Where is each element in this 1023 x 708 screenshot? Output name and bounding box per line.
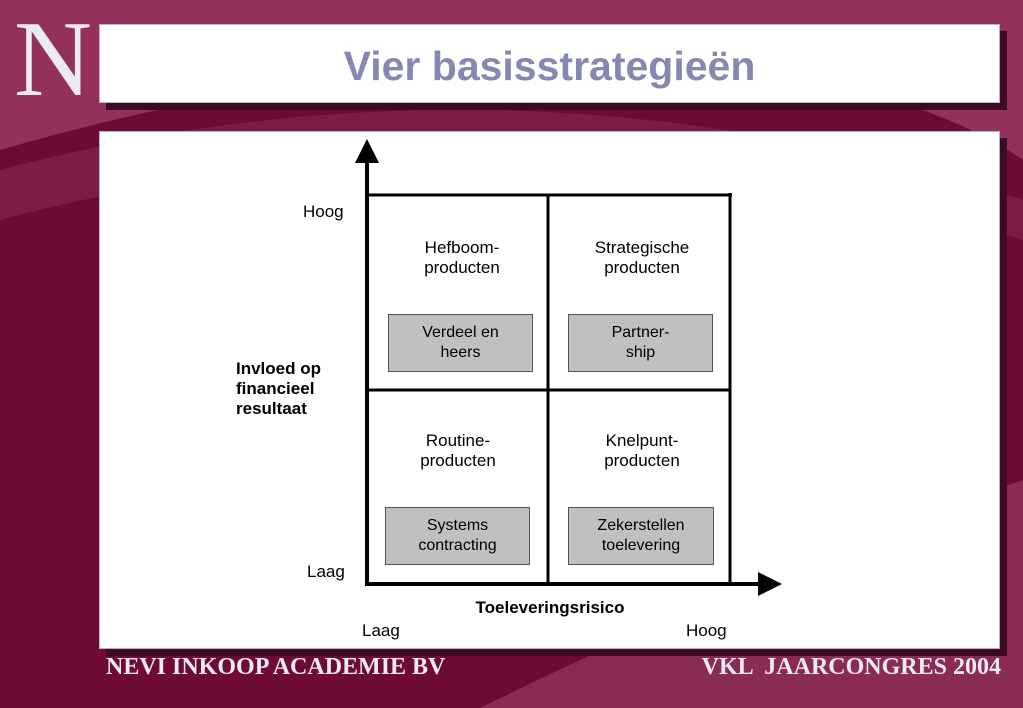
footer-left: NEVI INKOOP ACADEMIE BV — [106, 654, 446, 680]
strategy-box-bottom-right: Zekerstellen toelevering — [568, 507, 714, 565]
quadrant-title-top-left: Hefboom- producten — [424, 238, 500, 277]
strategy-label-bottom-right: Zekerstellen toelevering — [597, 517, 685, 554]
quadrant-title-bottom-right: Knelpunt- producten — [604, 431, 680, 470]
x-axis-low-label: Laag — [362, 621, 400, 640]
quadrant-title-top-right: Strategische producten — [594, 238, 690, 277]
strategy-box-bottom-left: Systems contracting — [385, 507, 530, 565]
matrix-diagram — [355, 139, 782, 596]
x-axis-arrow — [758, 572, 782, 596]
quadrant-title-bottom-left: Routine- producten — [420, 431, 496, 470]
strategy-box-top-left: Verdeel en heers — [388, 314, 533, 372]
title-panel: Vier basisstrategieën — [99, 24, 1000, 103]
y-axis-high-label: Hoog — [303, 202, 344, 221]
nevi-logo: N — [14, 0, 92, 119]
strategy-box-top-right: Partner- ship — [568, 314, 713, 372]
strategy-label-top-left: Verdeel en heers — [422, 324, 499, 361]
slide-title: Vier basisstrategieën — [343, 43, 756, 89]
y-axis-title: Invloed op financieel resultaat — [236, 359, 321, 418]
strategy-label-top-right: Partner- ship — [611, 324, 670, 361]
content-panel: Hoog Laag Invloed op financieel resultaa… — [99, 131, 1000, 649]
y-axis-low-label: Laag — [307, 562, 345, 581]
strategy-label-bottom-left: Systems contracting — [418, 517, 497, 554]
footer-right: VKL JAARCONGRES 2004 — [701, 654, 1001, 680]
x-axis-high-label: Hoog — [686, 621, 727, 640]
y-axis-arrow — [355, 139, 379, 163]
x-axis-title: Toeleveringsrisico — [475, 598, 625, 617]
